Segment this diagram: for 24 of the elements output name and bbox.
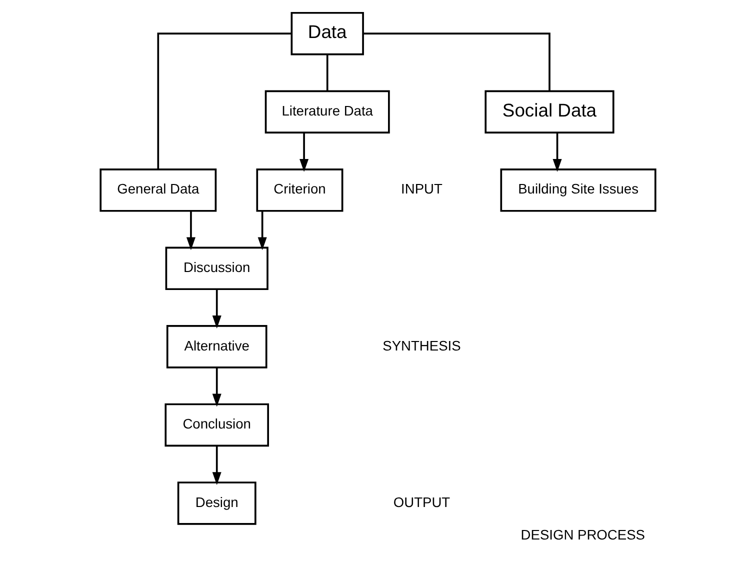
arrow (258, 211, 267, 250)
label: OUTPUT (393, 494, 450, 510)
connector (326, 54, 328, 91)
node-box: Social Data (484, 90, 614, 134)
node-box: Data (290, 12, 364, 56)
arrow (186, 211, 196, 250)
node-box: Literature Data (264, 90, 390, 134)
arrow (212, 446, 222, 485)
node-box: Alternative (166, 325, 268, 368)
node-box: Building Site Issues (500, 168, 656, 212)
arrow (300, 132, 309, 172)
caption: DESIGN PROCESS (520, 526, 645, 543)
arrow (212, 368, 222, 407)
arrow (552, 132, 562, 172)
connector (363, 32, 550, 91)
label: SYNTHESIS (382, 337, 461, 354)
label: INPUT (401, 180, 442, 197)
node-box: Conclusion (164, 403, 269, 447)
node-box: Design (177, 482, 256, 525)
node-box: General Data (100, 168, 217, 212)
connector (157, 32, 292, 170)
node-box: Criterion (256, 168, 344, 212)
node-box: Discussion (165, 246, 268, 290)
arrow (212, 289, 222, 328)
